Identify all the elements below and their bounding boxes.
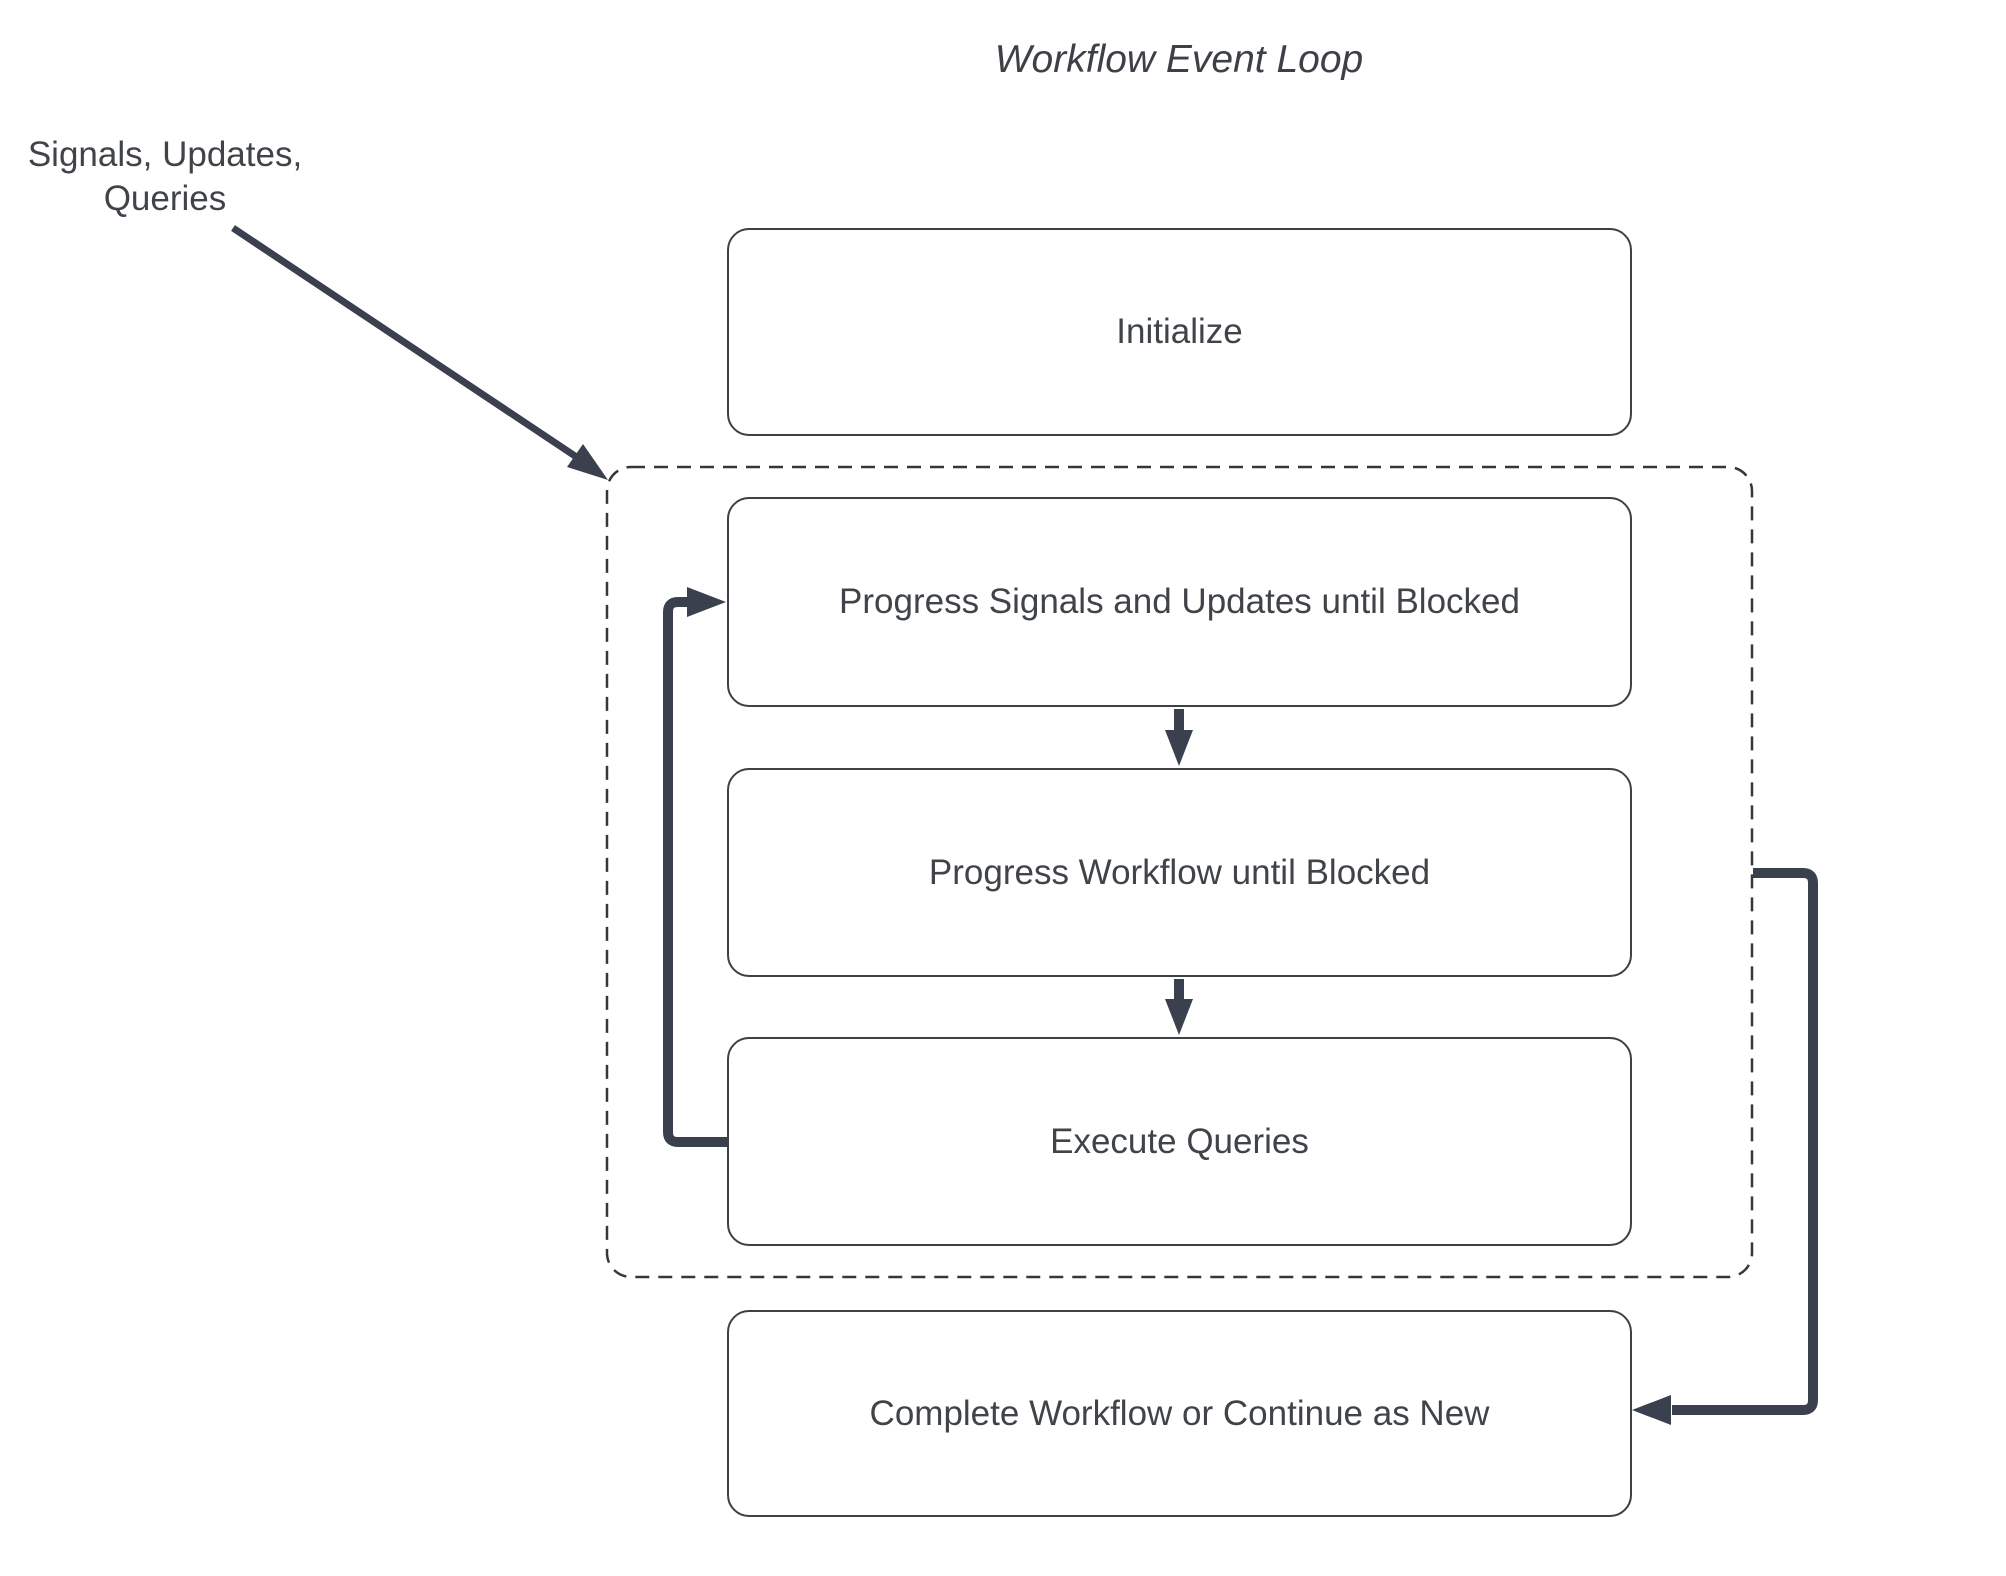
node-progress-workflow: Progress Workflow until Blocked [727, 768, 1632, 977]
node-execute-queries: Execute Queries [727, 1037, 1632, 1246]
arrow-external-input [231, 225, 608, 480]
node-initialize: Initialize [727, 228, 1632, 436]
external-inputs-label: Signals, Updates, Queries [28, 133, 302, 221]
node-complete-workflow: Complete Workflow or Continue as New [727, 1310, 1632, 1517]
node-execute-queries-label: Execute Queries [1050, 1121, 1309, 1161]
node-initialize-label: Initialize [1116, 312, 1243, 351]
diagram-title: Workflow Event Loop [994, 38, 1364, 81]
external-inputs-label-line2: Queries [103, 179, 227, 218]
node-progress-signals-updates: Progress Signals and Updates until Block… [727, 497, 1632, 707]
node-complete-workflow-label: Complete Workflow or Continue as New [869, 1393, 1490, 1433]
arrow-signals-to-workflow [1165, 709, 1193, 766]
arrow-loop-to-complete [1632, 868, 1818, 1425]
node-progress-signals-updates-label: Progress Signals and Updates until Block… [839, 582, 1520, 621]
node-progress-workflow-label: Progress Workflow until Blocked [928, 852, 1431, 892]
arrow-queries-loop-back [663, 587, 727, 1147]
external-inputs-label-line1: Signals, Updates, [27, 135, 303, 174]
arrow-workflow-to-queries [1165, 979, 1193, 1035]
